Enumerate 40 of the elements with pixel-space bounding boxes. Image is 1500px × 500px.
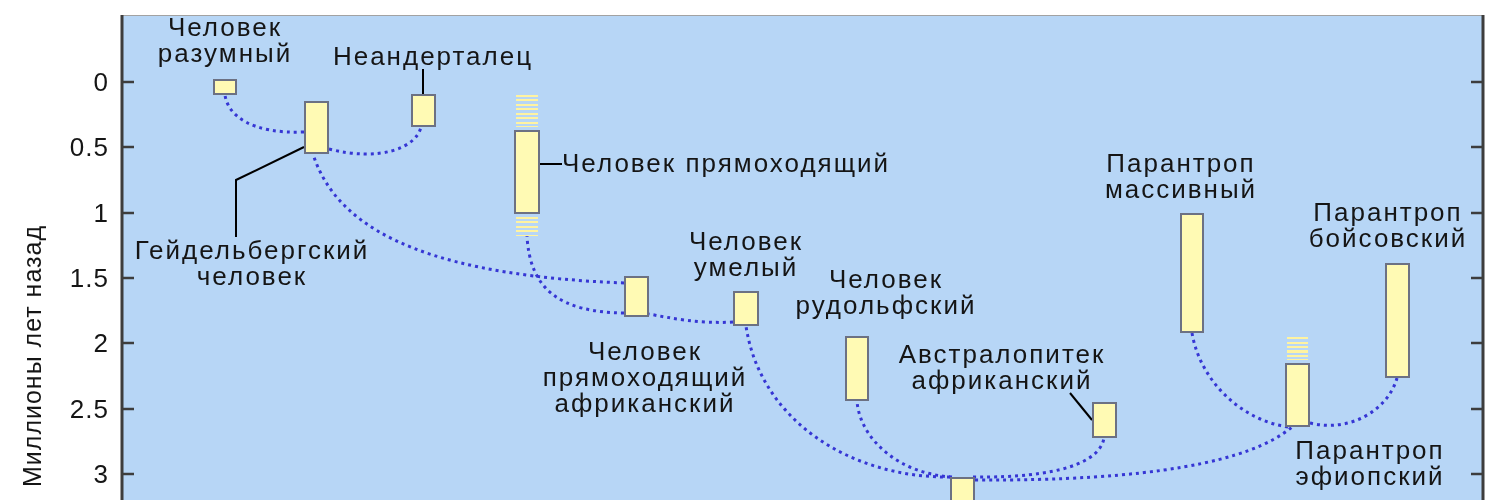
time-range-bar [411, 94, 436, 127]
axis-title: Миллионы лет назад [19, 225, 45, 487]
species-label: Парантроп эфиопский [1295, 437, 1445, 489]
lineage-line [744, 325, 951, 479]
species-label: Австралопитек африканский [898, 341, 1106, 393]
leader-line [422, 68, 424, 95]
time-range-bar [304, 101, 329, 154]
species-label: Неандерталец [332, 43, 534, 69]
lineage-line [328, 126, 423, 156]
lineage-line [973, 437, 1106, 479]
leader-line [235, 146, 305, 238]
time-range-bar [514, 95, 540, 236]
species-label: Человек прямоходящий [562, 150, 891, 176]
species-label: Парантроп бойсовский [1308, 199, 1468, 251]
time-range-bar [950, 477, 975, 500]
leader-line [1069, 392, 1093, 421]
lineage-line [223, 94, 304, 134]
tick-label: 0 [93, 69, 109, 95]
tick-label: 1.5 [69, 265, 109, 291]
lineage-line [1190, 332, 1289, 429]
lineage-line [975, 425, 1293, 482]
species-label: Человек прямоходящий африканский [542, 338, 748, 416]
species-label: Парантроп массивный [1104, 150, 1258, 202]
time-range-bar [733, 291, 759, 326]
time-range-bar [1385, 263, 1410, 378]
leader-line [539, 163, 563, 165]
tick-label: 3 [93, 461, 109, 487]
time-range-bar [1180, 213, 1204, 333]
time-range-bar [845, 336, 869, 401]
tick-label: 2.5 [69, 396, 109, 422]
time-range-bar [624, 276, 649, 317]
lineage-line [1309, 377, 1399, 427]
species-label: Гейдельбергский человек [134, 237, 370, 289]
species-label: Человек разумный [157, 14, 293, 66]
tick-label: 1 [93, 200, 109, 226]
time-range-bar [213, 79, 237, 95]
time-range-bar [1285, 337, 1310, 427]
tick-label: 2 [93, 330, 109, 356]
tick-label: 0.5 [69, 134, 109, 160]
time-range-bar [1092, 402, 1117, 438]
